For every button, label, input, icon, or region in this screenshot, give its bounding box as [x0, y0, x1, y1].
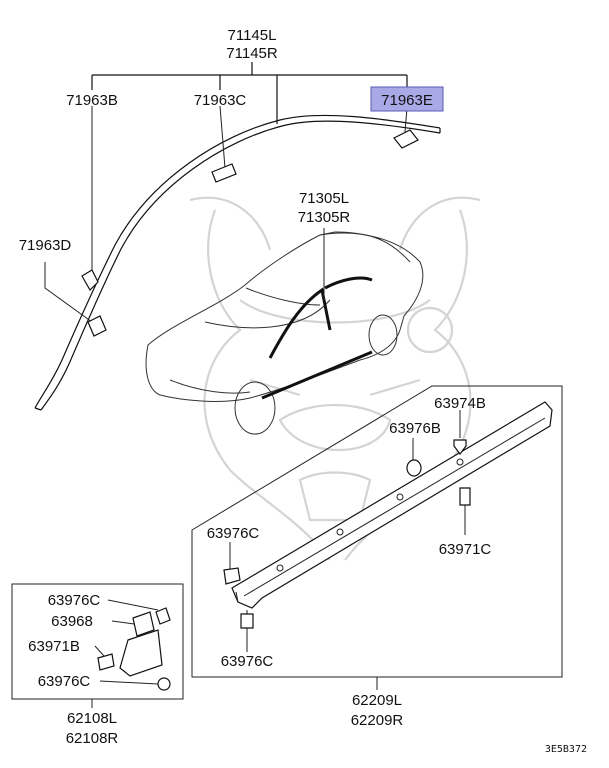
label-71305r: 71305R [298, 209, 351, 226]
mud-guard-icon [119, 629, 163, 677]
label-63976c-box-top: 63976C [48, 592, 101, 609]
clip-71963e-icon [393, 129, 419, 149]
label-63976c-upper: 63976C [207, 525, 260, 542]
label-71145l: 71145L [228, 27, 277, 44]
clip-63971c-icon [459, 487, 471, 506]
clip-63976b-icon [406, 459, 422, 477]
label-62209r: 62209R [351, 712, 404, 729]
mud-guard-box [11, 583, 184, 708]
clip-71963c-icon [211, 163, 237, 183]
label-63971b: 63971B [28, 638, 80, 655]
side-sill-box [191, 385, 563, 690]
roof-molding-group [34, 62, 441, 411]
label-62108l: 62108L [67, 710, 117, 727]
label-63968: 63968 [51, 613, 93, 630]
screw-63974b-icon [453, 439, 467, 455]
label-62209l: 62209L [352, 692, 402, 709]
clip-71963b-icon [81, 269, 99, 291]
clip-63976c-upper-icon [223, 567, 241, 585]
label-71305l: 71305L [299, 190, 349, 207]
label-63971c: 63971C [439, 541, 492, 558]
clip-63976c-lower-icon [240, 613, 254, 629]
diagram-code: 3E5B372 [545, 744, 587, 755]
clip-71963d-icon [87, 315, 107, 337]
highlight-box-71963e [370, 86, 444, 112]
side-sill-icon [231, 401, 553, 609]
label-71963c: 71963C [194, 92, 247, 109]
label-63976c-box-bottom: 63976C [38, 673, 91, 690]
label-71963e: 71963E [381, 92, 433, 109]
label-71145r: 71145R [226, 45, 278, 62]
label-71963b: 71963B [66, 92, 118, 109]
car-outline [145, 228, 424, 435]
label-63976c-lower: 63976C [221, 653, 274, 670]
label-62108r: 62108R [66, 730, 119, 747]
label-71963d: 71963D [19, 237, 72, 254]
label-63974b: 63974B [434, 395, 486, 412]
label-63976b: 63976B [389, 420, 441, 437]
